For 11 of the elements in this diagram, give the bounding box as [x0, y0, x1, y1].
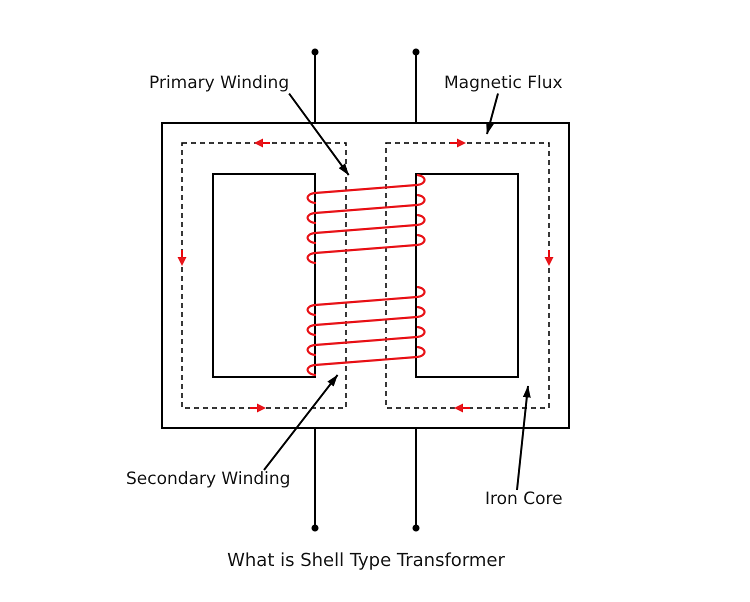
part-label: Iron Core — [485, 490, 563, 510]
figure-caption: What is Shell Type Transformer — [227, 550, 505, 572]
leader-arrow — [263, 374, 338, 471]
winding-coil — [306, 174, 426, 264]
leader-arrow — [288, 92, 350, 176]
winding-coil — [306, 286, 426, 376]
part-label: Magnetic Flux — [444, 74, 563, 94]
leader-arrow — [516, 386, 531, 490]
part-label: Secondary Winding — [126, 470, 290, 490]
leader-arrow — [486, 93, 499, 134]
part-label: Primary Winding — [149, 74, 290, 94]
